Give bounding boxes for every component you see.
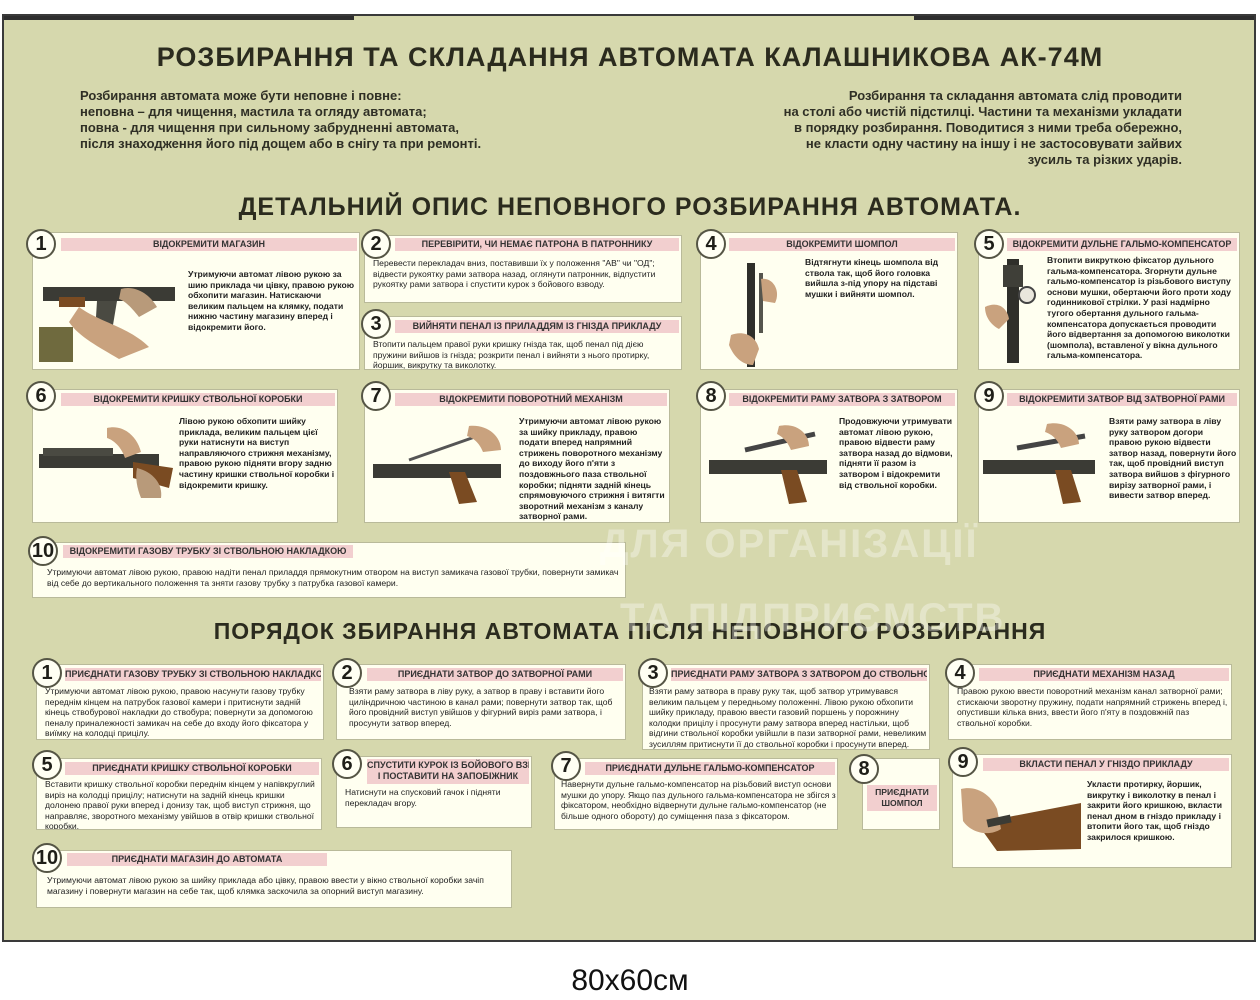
step-header: ВІДОКРЕМИТИ МАГАЗИН [61,238,357,251]
step-text: Вставити кришку ствольної коробки передн… [45,779,315,830]
assembly-number-4: 4 [945,658,975,688]
step-text: Втопити пальцем правої руки кришку гнізд… [373,339,650,370]
buttstock-case-illustration [961,788,1081,851]
disassembly-step-4: ВІДОКРЕМИТИ ШОМПОЛ Відтягнути кінець шом… [700,232,958,370]
step-header: ПРИЄДНАТИ КРИШКУ СТВОЛЬНОЇ КОРОБКИ [65,762,319,775]
assembly-step-2: ПРИЄДНАТИ ЗАТВОР ДО ЗАТВОРНОЇ РАМИ Взяти… [336,664,626,740]
assembly-number-6: 6 [332,749,362,779]
assembly-number-8: 8 [849,754,879,784]
assembly-step-5: ПРИЄДНАТИ КРИШКУ СТВОЛЬНОЇ КОРОБКИ Встав… [36,758,322,830]
disassembly-step-6: ВІДОКРЕМИТИ КРИШКУ СТВОЛЬНОЇ КОРОБКИ Лів… [32,389,338,523]
step-header: ВІДОКРЕМИТИ ШОМПОЛ [729,238,955,251]
step-number-2: 2 [361,229,391,259]
step-text: Продовжуючи утримувати автомат лівою рук… [839,416,953,490]
section-disassembly-title: ДЕТАЛЬНИЙ ОПИС НЕПОВНОГО РОЗБИРАННЯ АВТО… [238,193,1022,221]
disassembly-step-8: ВІДОКРЕМИТИ РАМУ ЗАТВОРА З ЗАТВОРОМ Прод… [700,389,958,523]
step-header: ВІДОКРЕМИТИ ПОВОРОТНИЙ МЕХАНІЗМ [395,393,667,406]
step-text: Навернути дульне гальмо-компенсатор на р… [561,779,836,821]
bolt-carrier-illustration [709,425,827,504]
step-number-6: 6 [26,381,56,411]
step-number-8: 8 [696,381,726,411]
receiver-cover-illustration [39,427,173,498]
assembly-number-2: 2 [332,658,362,688]
assembly-number-9: 9 [948,747,978,777]
assembly-number-3: 3 [638,658,668,688]
bolt-removal-illustration [983,423,1095,504]
assembly-number-7: 7 [551,751,581,781]
poster-title: РОЗБИРАННЯ ТА СКЛАДАННЯ АВТОМАТА КАЛАШНИ… [156,42,1104,72]
step-text: Правою рукою ввести поворотний механізм … [957,686,1228,728]
assembly-step-8: ПРИЄДНАТИ ШОМПОЛ [862,758,940,830]
assembly-step-7: ПРИЄДНАТИ ДУЛЬНЕ ГАЛЬМО-КОМПЕНСАТОР Наве… [554,758,838,830]
assembly-step-6: СПУСТИТИ КУРОК ІЗ БОЙОВОГО ВЗВОДУ І ПОСТ… [336,756,532,828]
step-header: ПРИЄДНАТИ МАГАЗИН ДО АВТОМАТА [67,853,327,866]
assembly-number-1: 1 [32,658,62,688]
step-header: ПРИЄДНАТИ МЕХАНІЗМ НАЗАД [979,668,1229,681]
cleaning-rod-illustration [729,263,778,367]
step-header: ВІДОКРЕМИТИ ДУЛЬНЕ ГАЛЬМО-КОМПЕНСАТОР [1007,238,1237,251]
step-text: Взяти раму затвора в ліву руку, а затвор… [349,686,613,728]
step-text: Натиснути на спусковий гачок і підняти п… [345,787,501,808]
assembly-number-10: 10 [32,843,62,873]
step-number-5: 5 [974,229,1004,259]
disassembly-step-1: ВІДОКРЕМИТИ МАГАЗИН Утримуючи автомат лі… [32,232,360,370]
intro-right: Розбирання та складання автомата слід пр… [783,88,1182,167]
step-text: Утримуючи автомат лівою рукою за шийку п… [519,416,665,522]
disassembly-step-2: ПЕРЕВІРИТИ, ЧИ НЕМАЄ ПАТРОНА В ПАТРОННИК… [364,235,682,303]
assembly-step-3: ПРИЄДНАТИ РАМУ ЗАТВОРА З ЗАТВОРОМ ДО СТВ… [642,664,930,750]
top-border-right [914,16,1254,20]
assembly-step-1: ПРИЄДНАТИ ГАЗОВУ ТРУБКУ ЗІ СТВОЛЬНОЮ НАК… [36,664,324,740]
assembly-step-4: ПРИЄДНАТИ МЕХАНІЗМ НАЗАД Правою рукою вв… [948,664,1232,740]
step-header: ВІДОКРЕМИТИ ЗАТВОР ВІД ЗАТВОРНОЇ РАМИ [1007,393,1237,406]
step-number-1: 1 [26,229,56,259]
step-text: Утримуючи автомат лівою рукою за шию при… [188,269,355,332]
step-header: ВІДОКРЕМИТИ КРИШКУ СТВОЛЬНОЇ КОРОБКИ [61,393,335,406]
rifle-magazine-illustration [39,287,175,362]
step-text: Взяти раму затвора в праву руку так, щоб… [649,686,927,749]
step-header: ВИЙНЯТИ ПЕНАЛ ІЗ ПРИЛАДДЯМ ІЗ ГНІЗДА ПРИ… [395,320,679,333]
step-header: ПРИЄДНАТИ ДУЛЬНЕ ГАЛЬМО-КОМПЕНСАТОР [585,762,835,775]
step-text: Утримуючи автомат лівою рукою, правою на… [47,567,619,588]
step-header: ВКЛАСТИ ПЕНАЛ У ГНІЗДО ПРИКЛАДУ [983,758,1229,771]
step-text: Взяти раму затвора в ліву руку затвором … [1109,416,1237,501]
step-number-10: 10 [28,536,58,566]
section-assembly-title: ПОРЯДОК ЗБИРАННЯ АВТОМАТА ПІСЛЯ НЕПОВНОГ… [213,618,1047,644]
step-header: ПРИЄДНАТИ ЗАТВОР ДО ЗАТВОРНОЇ РАМИ [367,668,623,681]
size-caption: 80х60см [571,964,689,997]
muzzle-brake-illustration [985,259,1036,363]
disassembly-step-5: ВІДОКРЕМИТИ ДУЛЬНЕ ГАЛЬМО-КОМПЕНСАТОР Вт… [978,232,1240,370]
return-mechanism-illustration [373,425,501,504]
step-number-9: 9 [974,381,1004,411]
step-text: Утримуючи автомат лівою рукою за шийку п… [47,875,484,896]
step-header: ПРИЄДНАТИ ШОМПОЛ [867,785,937,811]
step-text: Утримуючи автомат лівою рукою, правою на… [45,686,313,739]
step-text: Втопити викруткою фіксатор дульного галь… [1047,255,1232,361]
assembly-step-9: ВКЛАСТИ ПЕНАЛ У ГНІЗДО ПРИКЛАДУ Укласти … [952,754,1232,868]
assembly-step-10: ПРИЄДНАТИ МАГАЗИН ДО АВТОМАТА Утримуючи … [36,850,512,908]
step-number-3: 3 [361,309,391,339]
step-header: ПРИЄДНАТИ РАМУ ЗАТВОРА З ЗАТВОРОМ ДО СТВ… [671,668,927,681]
step-header: ПРИЄДНАТИ ГАЗОВУ ТРУБКУ ЗІ СТВОЛЬНОЮ НАК… [65,668,321,681]
step-number-7: 7 [361,381,391,411]
step-header: СПУСТИТИ КУРОК ІЗ БОЙОВОГО ВЗВОДУ І ПОСТ… [367,759,529,784]
top-border-left [4,16,354,20]
disassembly-step-3: ВИЙНЯТИ ПЕНАЛ ІЗ ПРИЛАДДЯМ ІЗ ГНІЗДА ПРИ… [364,316,682,370]
disassembly-step-7: ВІДОКРЕМИТИ ПОВОРОТНИЙ МЕХАНІЗМ Утримуюч… [364,389,670,523]
disassembly-step-10: ВІДОКРЕМИТИ ГАЗОВУ ТРУБКУ ЗІ СТВОЛЬНОЮ Н… [32,542,626,598]
step-text: Відтягнути кінець шомпола від ствола так… [805,257,939,299]
step-text: Перевести перекладач вниз, поставивши їх… [373,258,656,290]
disassembly-step-9: ВІДОКРЕМИТИ ЗАТВОР ВІД ЗАТВОРНОЇ РАМИ Вз… [978,389,1240,523]
step-header: ВІДОКРЕМИТИ ГАЗОВУ ТРУБКУ ЗІ СТВОЛЬНОЮ Н… [63,545,353,558]
step-text: Укласти протирку, йоршик, викрутку і вик… [1087,779,1223,842]
step-number-4: 4 [696,229,726,259]
step-text: Лівою рукою обхопити шийку приклада, вел… [179,416,335,490]
step-header: ВІДОКРЕМИТИ РАМУ ЗАТВОРА З ЗАТВОРОМ [729,393,955,406]
step-header: ПЕРЕВІРИТИ, ЧИ НЕМАЄ ПАТРОНА В ПАТРОННИК… [395,238,679,251]
assembly-number-5: 5 [32,750,62,780]
intro-left: Розбирання автомата може бути неповне і … [80,88,482,151]
